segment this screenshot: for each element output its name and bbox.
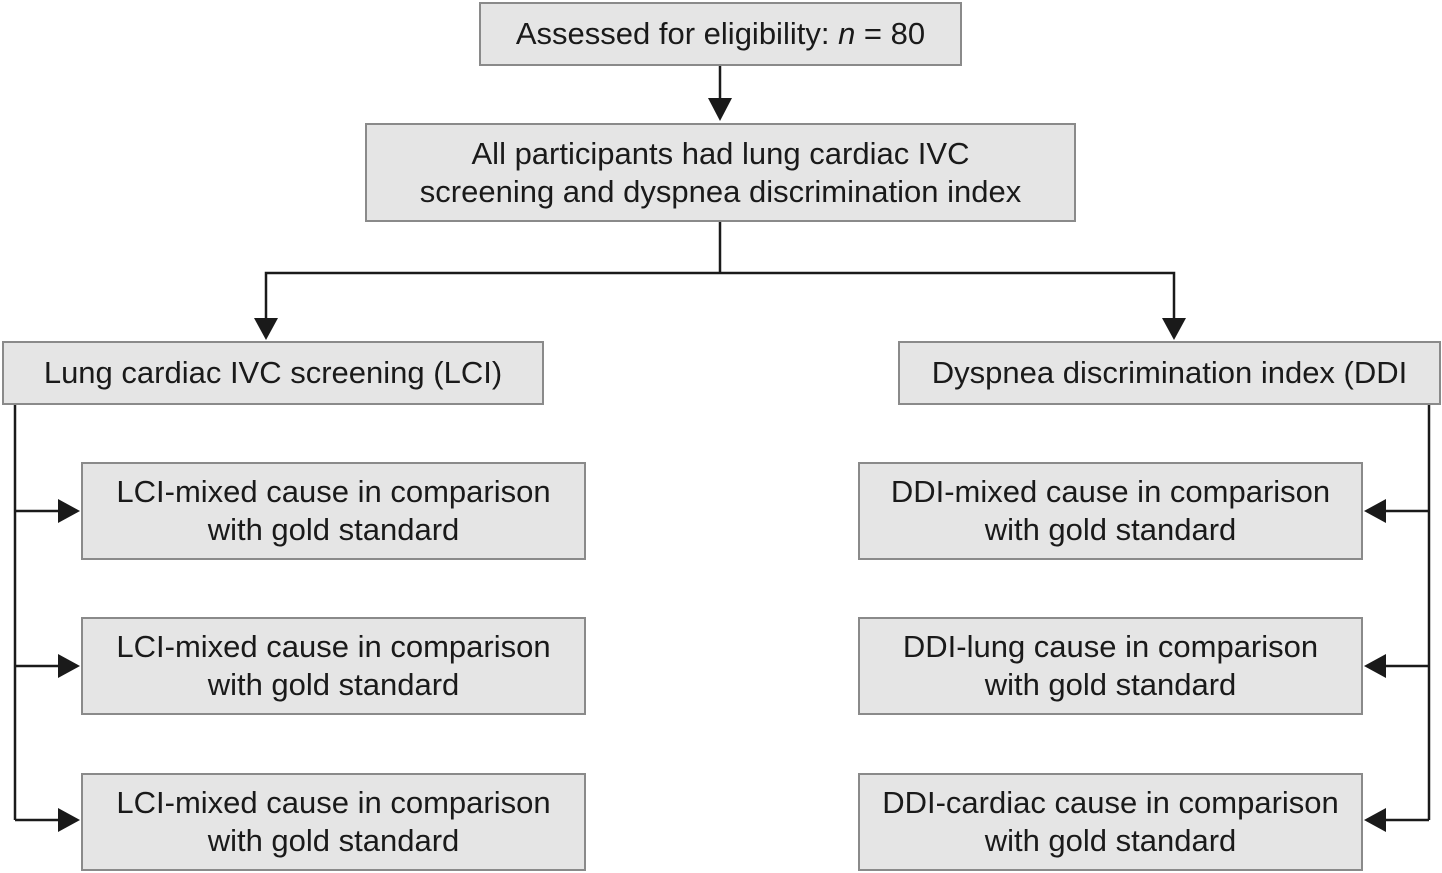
arrowhead-ddi-2 [1364, 654, 1386, 678]
lci-item-line2: with gold standard [207, 512, 460, 547]
ddi-item-line1: DDI-mixed cause in comparison [890, 474, 1331, 509]
ddi-item-line2: with gold standard [984, 667, 1237, 702]
eligibility-label: Assessed for eligibility: [515, 16, 839, 51]
all-participants-box: All participants had lung cardiac IVC sc… [365, 123, 1076, 222]
lci-item-line1: LCI-mixed cause in comparison [116, 629, 551, 664]
arrowhead-lci-2 [58, 654, 80, 678]
ddi-item-line2: with gold standard [984, 512, 1237, 547]
connector-split [264, 271, 1176, 320]
ddi-box: Dyspnea discrimination index (DDI [898, 341, 1441, 405]
n-symbol: n [838, 16, 856, 51]
lci-item-box: LCI-mixed cause in comparison with gold … [81, 617, 586, 715]
ddi-title: Dyspnea discrimination index (DDI [931, 355, 1408, 390]
eligibility-text: Assessed for eligibility: n = 80 [516, 15, 925, 53]
lci-box: Lung cardiac IVC screening (LCI) [2, 341, 544, 405]
ddi-item-box: DDI-mixed cause in comparison with gold … [858, 462, 1363, 560]
lci-item-line1: LCI-mixed cause in comparison [116, 785, 551, 820]
arrowhead-lci-3 [58, 808, 80, 832]
lci-item-line2: with gold standard [207, 823, 460, 858]
arrowhead-lci-1 [58, 499, 80, 523]
n-value: = 80 [855, 16, 926, 51]
lci-title: Lung cardiac IVC screening (LCI) [43, 355, 503, 390]
lci-item-box: LCI-mixed cause in comparison with gold … [81, 462, 586, 560]
all-participants-line1: All participants had lung cardiac IVC [471, 135, 970, 171]
lci-item-line2: with gold standard [207, 667, 460, 702]
ddi-item-box: DDI-lung cause in comparison with gold s… [858, 617, 1363, 715]
all-participants-line2: screening and dyspnea discrimination ind… [419, 173, 1022, 209]
ddi-item-line2: with gold standard [984, 823, 1237, 858]
arrowhead-to-all [708, 98, 732, 121]
lci-item-box: LCI-mixed cause in comparison with gold … [81, 773, 586, 871]
ddi-item-line1: DDI-lung cause in comparison [902, 629, 1319, 664]
lci-item-line1: LCI-mixed cause in comparison [116, 474, 551, 509]
ddi-item-line1: DDI-cardiac cause in comparison [882, 785, 1339, 820]
arrowhead-ddi-1 [1364, 499, 1386, 523]
ddi-item-box: DDI-cardiac cause in comparison with gol… [858, 773, 1363, 871]
arrowhead-ddi-3 [1364, 808, 1386, 832]
arrowhead-to-lci [254, 318, 278, 340]
eligibility-box: Assessed for eligibility: n = 80 [479, 2, 962, 66]
arrowhead-to-ddi [1162, 318, 1186, 340]
